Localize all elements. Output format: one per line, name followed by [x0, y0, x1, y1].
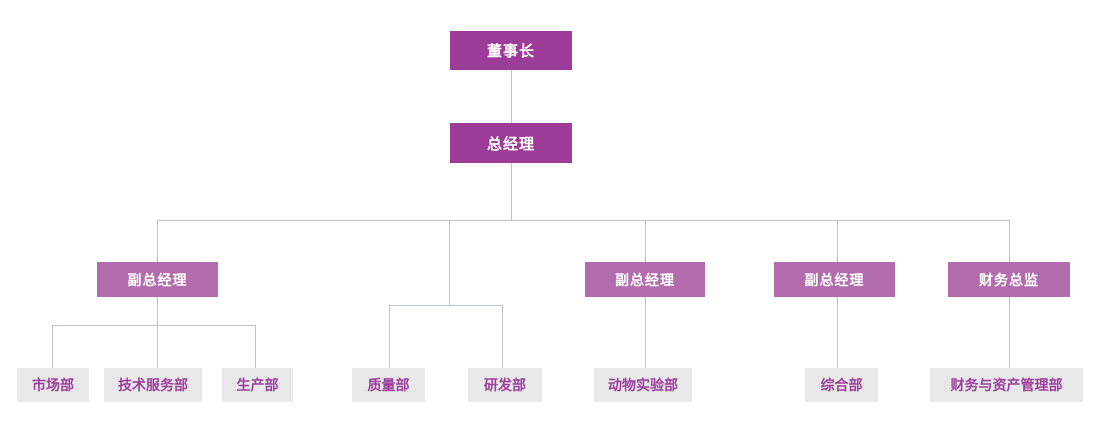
connector-rail-deputy1: [157, 220, 158, 262]
connector-chairman-gm: [511, 70, 512, 123]
connector-cfo-financeassets: [1009, 297, 1010, 368]
node-general-manager: 总经理: [450, 123, 572, 163]
node-deputy-gm-3: 副总经理: [774, 262, 895, 297]
connector-deputy2-animallab: [645, 297, 646, 368]
node-finance-director: 财务总监: [948, 262, 1070, 297]
connector-subrail-rnd: [502, 305, 503, 368]
connector-rail-cfo: [1009, 220, 1010, 262]
node-dept-animal-lab: 动物实验部: [594, 368, 692, 402]
connector-subrail-quality: [389, 305, 390, 368]
connector-rail-deputy3: [837, 220, 838, 262]
node-deputy-gm-2: 副总经理: [585, 262, 705, 297]
connector-deputy1-rail: [52, 325, 256, 326]
connector-rail-deputy2: [645, 220, 646, 262]
connector-subrail-marketing: [52, 325, 53, 368]
node-chairman: 董事长: [450, 31, 572, 70]
connector-gm-rail: [511, 163, 512, 220]
node-dept-tech-service: 技术服务部: [104, 368, 202, 402]
node-dept-finance-assets: 财务与资产管理部: [930, 368, 1083, 402]
connector-rail-qa-branch: [449, 220, 450, 305]
node-dept-marketing: 市场部: [17, 368, 89, 402]
connector-qa-subrail: [389, 305, 503, 306]
node-dept-rnd: 研发部: [468, 368, 542, 402]
connector-subrail-techsvc: [157, 325, 158, 368]
connector-main-rail: [157, 220, 1010, 221]
connector-deputy1-subrail: [157, 297, 158, 325]
connector-subrail-production: [255, 325, 256, 368]
connector-deputy3-general: [837, 297, 838, 368]
node-dept-general-affairs: 综合部: [805, 368, 878, 402]
node-deputy-gm-1: 副总经理: [97, 262, 218, 297]
node-dept-quality: 质量部: [352, 368, 425, 402]
node-dept-production: 生产部: [222, 368, 293, 402]
